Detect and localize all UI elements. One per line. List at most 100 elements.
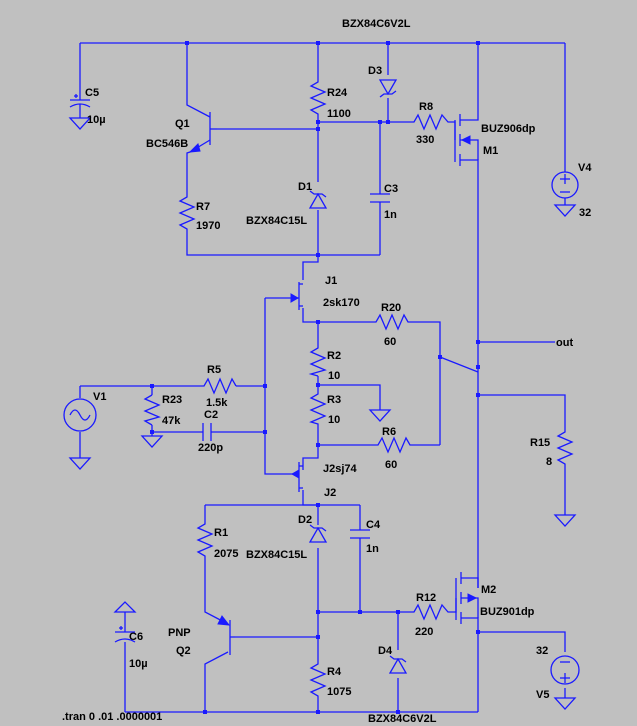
label-q1-model: BC546B xyxy=(146,138,188,150)
label-r8: R8 xyxy=(419,101,433,113)
label-r24-value: 1100 xyxy=(327,108,351,120)
capacitor-c5[interactable] xyxy=(69,94,91,108)
label-d1: D1 xyxy=(298,181,312,193)
zener-d2[interactable] xyxy=(308,524,328,543)
voltage-source-v4[interactable] xyxy=(551,171,579,199)
label-r7: R7 xyxy=(196,201,210,213)
label-v1: V1 xyxy=(93,391,106,403)
label-r15-value: 8 xyxy=(546,456,552,468)
label-r24: R24 xyxy=(327,87,348,99)
resistor-r8[interactable] xyxy=(410,113,452,131)
capacitor-c2[interactable] xyxy=(202,423,212,441)
label-r2: R2 xyxy=(327,350,341,362)
label-j1: J1 xyxy=(325,275,337,287)
label-m2-model: BUZ901dp xyxy=(480,606,535,618)
label-q2-type: PNP xyxy=(168,627,191,639)
label-r15: R15 xyxy=(530,437,550,449)
capacitor-c4[interactable] xyxy=(350,529,370,539)
resistor-r23[interactable] xyxy=(143,394,161,426)
label-r2-value: 10 xyxy=(328,370,340,382)
label-r23-value: 47k xyxy=(162,415,181,427)
transistor-q1[interactable] xyxy=(188,112,217,153)
label-q2: Q2 xyxy=(176,645,191,657)
label-r5: R5 xyxy=(207,364,221,376)
jfet-j2[interactable] xyxy=(290,462,303,492)
label-r20: R20 xyxy=(381,302,401,314)
resistor-r3[interactable] xyxy=(309,390,327,428)
jfet-j1[interactable] xyxy=(290,282,303,310)
zener-d3[interactable] xyxy=(378,79,398,98)
label-d3: D3 xyxy=(368,65,382,77)
label-r4: R4 xyxy=(327,666,342,678)
resistor-r7[interactable] xyxy=(178,193,196,237)
label-m1-model: BUZ906dp xyxy=(481,123,536,135)
ground-v5 xyxy=(553,697,577,710)
label-r12-value: 220 xyxy=(415,626,433,638)
label-r1: R1 xyxy=(214,527,228,539)
voltage-source-v5[interactable] xyxy=(550,655,580,685)
mosfet-m1[interactable] xyxy=(454,112,479,168)
label-r6: R6 xyxy=(382,426,396,438)
label-v5-value: 32 xyxy=(536,645,548,657)
label-q1: Q1 xyxy=(175,118,190,130)
label-d4: D4 xyxy=(378,645,393,657)
label-r5-value: 1.5k xyxy=(206,397,228,409)
label-c2-value: 220p xyxy=(198,442,223,454)
resistor-r20[interactable] xyxy=(372,313,412,331)
label-d3-model: BZX84C6V2L xyxy=(342,18,411,30)
label-r4-value: 1075 xyxy=(327,686,351,698)
ground-r15 xyxy=(553,514,577,527)
component-labels: BZX84C6V2L D3 C5 10µ Q1 BC546B R24 1100 … xyxy=(62,18,592,725)
resistor-r2[interactable] xyxy=(308,345,327,377)
label-j2-model: J2sj74 xyxy=(323,463,358,475)
label-r7-value: 1970 xyxy=(196,220,220,232)
supply-c6 xyxy=(113,601,137,613)
capacitor-c3[interactable] xyxy=(370,193,390,203)
ground-r23 xyxy=(140,435,164,448)
zener-d4[interactable] xyxy=(388,655,408,674)
ground-r3 xyxy=(368,409,392,422)
label-c3: C3 xyxy=(384,183,398,195)
label-j1-model: 2sk170 xyxy=(323,297,360,309)
resistor-r5[interactable] xyxy=(200,377,237,395)
resistor-r1[interactable] xyxy=(196,520,214,565)
spice-directive: .tran 0 .01 .0000001 xyxy=(62,711,162,723)
label-r23: R23 xyxy=(162,394,182,406)
resistor-r4[interactable] xyxy=(309,660,327,705)
label-r3-value: 10 xyxy=(328,414,340,426)
label-j2: J2 xyxy=(324,487,336,499)
capacitor-c6[interactable] xyxy=(114,626,136,643)
resistor-r6[interactable] xyxy=(374,436,414,454)
label-r8-value: 330 xyxy=(416,134,434,146)
label-c6-value: 10µ xyxy=(129,658,148,670)
label-m2: M2 xyxy=(481,584,496,596)
ground-c5 xyxy=(68,117,92,130)
label-c4: C4 xyxy=(366,519,381,531)
resistor-r15[interactable] xyxy=(556,428,574,472)
label-d2: D2 xyxy=(298,514,312,526)
label-c4-value: 1n xyxy=(366,543,379,555)
resistor-r24[interactable] xyxy=(309,78,327,122)
label-d1-model: BZX84C15L xyxy=(246,215,307,227)
zener-d1[interactable] xyxy=(308,190,328,209)
ground-v4 xyxy=(553,204,577,217)
label-v4: V4 xyxy=(578,162,592,174)
label-c3-value: 1n xyxy=(384,209,397,221)
ground-v1 xyxy=(68,457,92,470)
label-r6-value: 60 xyxy=(385,459,397,471)
label-m1: M1 xyxy=(483,145,498,157)
label-r3: R3 xyxy=(327,394,341,406)
label-c2: C2 xyxy=(204,409,218,421)
resistor-r12[interactable] xyxy=(410,603,453,621)
transistor-q2[interactable] xyxy=(217,615,235,655)
label-c6: C6 xyxy=(129,631,143,643)
signal-source-v1[interactable] xyxy=(63,398,97,432)
junctions xyxy=(150,41,480,714)
label-v4-value: 32 xyxy=(579,207,591,219)
label-out: out xyxy=(556,337,573,349)
mosfet-m2[interactable] xyxy=(455,572,479,625)
label-c5: C5 xyxy=(85,87,99,99)
label-v5: V5 xyxy=(536,689,549,701)
label-r20-value: 60 xyxy=(384,336,396,348)
